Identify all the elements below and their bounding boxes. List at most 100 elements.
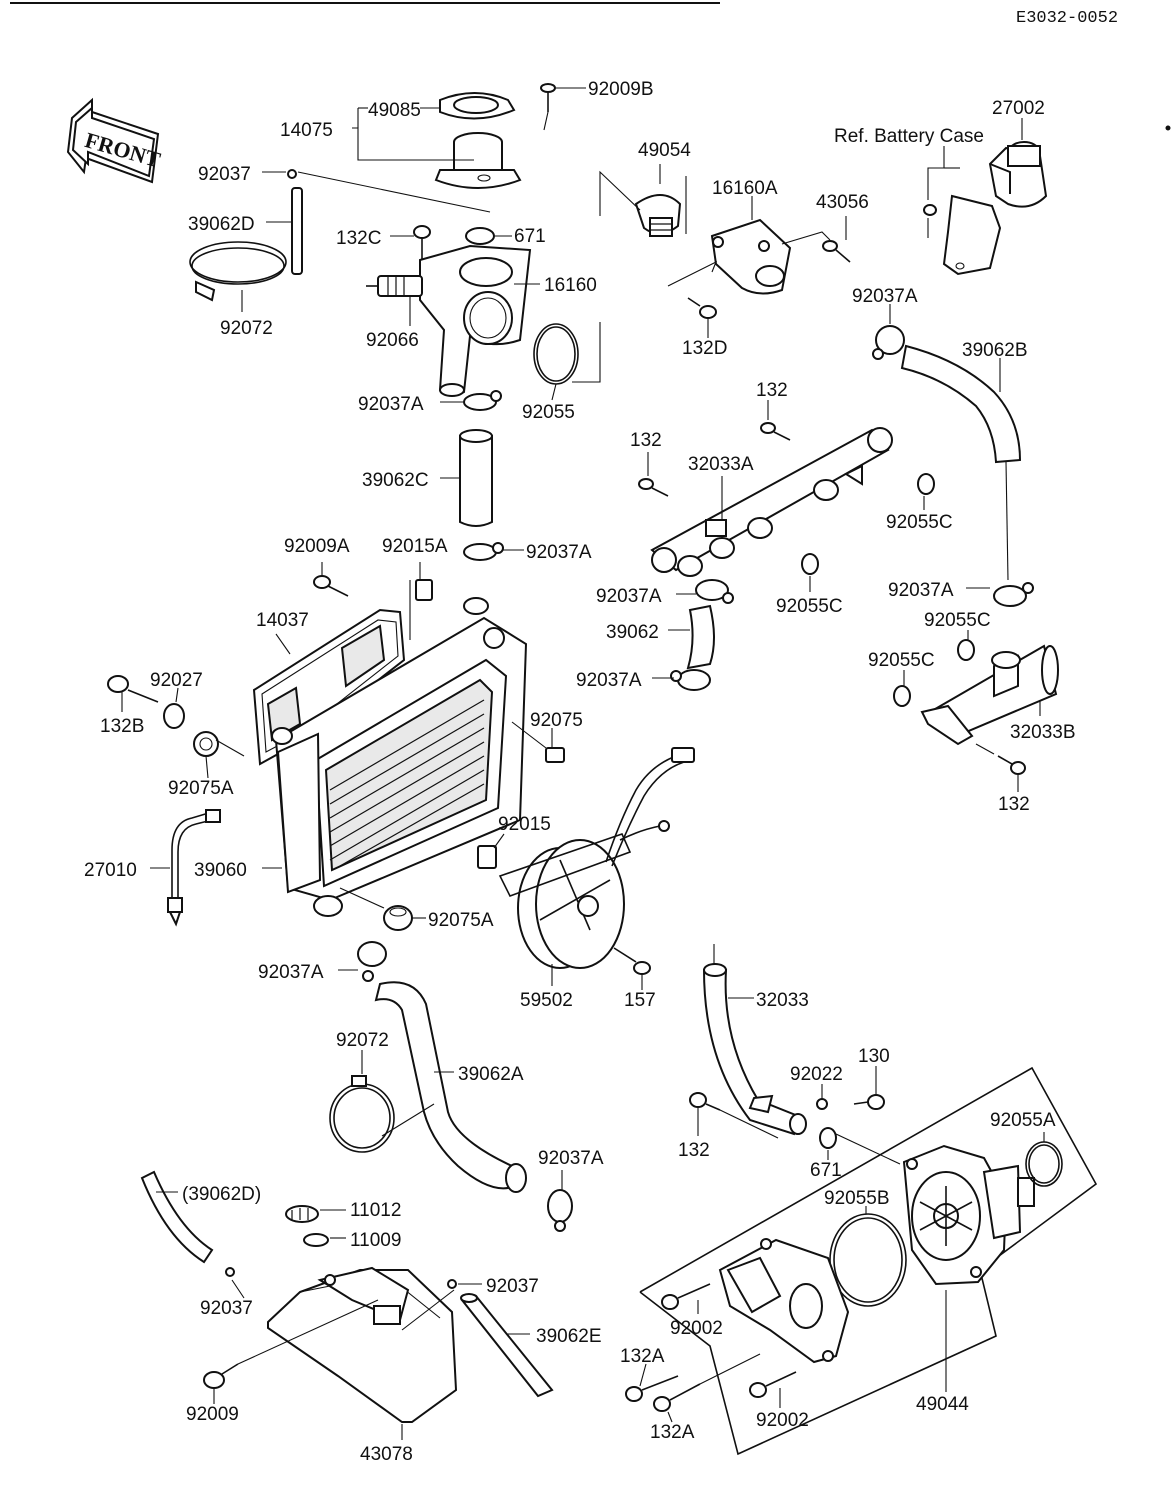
clip-92037-mid (447, 1279, 457, 1289)
fitting-49054 (634, 194, 682, 237)
label-92037-bottom: 92037 (200, 1298, 253, 1319)
reservoir-27002 (988, 141, 1048, 208)
label-132C: 132C (336, 228, 381, 249)
label-92002-2: 92002 (756, 1410, 809, 1431)
label-49085: 49085 (368, 100, 421, 121)
bolt-92002-1 (661, 1283, 711, 1310)
bolt-92002-2 (749, 1371, 797, 1398)
clamp-11009 (303, 1233, 329, 1247)
clip-92015 (477, 845, 497, 869)
bolt-132A-1 (625, 1375, 679, 1402)
label-39062D: 39062D (188, 214, 255, 235)
clamp-11012 (285, 1205, 319, 1223)
hose-39062 (686, 604, 715, 670)
assembly-outline-49044 (639, 1066, 1098, 1456)
bolt-132-c (997, 755, 1026, 775)
o-ring-671-top (465, 227, 495, 245)
bolt-132A-2 (653, 1383, 701, 1412)
o-ring-92055A (1025, 1141, 1063, 1187)
bolt-battery-case (923, 204, 937, 216)
washer-92022 (816, 1098, 828, 1110)
label-92075A-2: 92075A (428, 910, 494, 931)
label-92037A-7: 92037A (258, 962, 324, 983)
o-ring-671-bottom (819, 1127, 837, 1149)
grommet-92075A-2 (383, 905, 413, 931)
label-92037A-6: 92037A (888, 580, 954, 601)
label-132A-2: 132A (650, 1422, 695, 1443)
label-59502: 59502 (520, 990, 573, 1011)
label-92015: 92015 (498, 814, 551, 835)
label-92027: 92027 (150, 670, 203, 691)
label-132-b: 132 (630, 430, 662, 451)
thermostat-housing-16160 (419, 244, 532, 397)
label-92072-bottom: 92072 (336, 1030, 389, 1051)
pipe-32033A (650, 427, 893, 577)
radiator-cap-49085 (439, 92, 516, 120)
label-49054: 49054 (638, 140, 691, 161)
shroud-14037 (252, 608, 406, 766)
label-132-c: 132 (998, 794, 1030, 815)
hose-39062B (900, 344, 1022, 464)
label-92037A-1: 92037A (358, 394, 424, 415)
label-92075A-1: 92075A (168, 778, 234, 799)
o-ring-92055C-3 (957, 639, 975, 661)
clip-92075 (545, 747, 565, 763)
grommet-92075A-1 (193, 731, 219, 757)
label-32033A: 32033A (688, 454, 754, 475)
housing-16160A (710, 218, 792, 295)
band-clamp-92072-top (189, 241, 287, 302)
edge-mark (1165, 125, 1171, 131)
clip-92015A (415, 579, 433, 601)
label-92009: 92009 (186, 1404, 239, 1425)
label-16160: 16160 (544, 275, 597, 296)
label-92009B: 92009B (588, 79, 654, 100)
clamp-92037A-7 (357, 941, 387, 982)
bolt-157 (613, 947, 651, 975)
hose-39062D (291, 187, 303, 275)
label-130: 130 (858, 1046, 890, 1067)
clamp-92037A-2 (463, 542, 504, 561)
pump-body (902, 1144, 1035, 1286)
radiator-core-39060 (271, 597, 528, 917)
label-132A-1: 132A (620, 1346, 665, 1367)
label-39062C: 39062C (362, 470, 429, 491)
grommet-92027 (163, 703, 185, 729)
label-92055C-3: 92055C (924, 610, 991, 631)
hose-39062E (460, 1293, 554, 1398)
front-arrow-icon: FRONT (66, 97, 164, 184)
bolt-43056 (822, 240, 851, 263)
label-132-d: 132 (678, 1140, 710, 1161)
bolt-130 (853, 1094, 885, 1110)
clamp-92037A-3 (872, 325, 905, 360)
pump-cover (718, 1238, 850, 1364)
label-92066: 92066 (366, 330, 419, 351)
clip-92037 (287, 169, 297, 179)
label-11009: 11009 (350, 1230, 401, 1251)
clamp-92037A-5 (670, 669, 711, 691)
temp-sensor-92066 (366, 275, 423, 297)
label-92015A: 92015A (382, 536, 448, 557)
o-ring-92055C-1 (917, 473, 935, 495)
label-27002: 27002 (992, 98, 1045, 119)
label-92055C-4: 92055C (868, 650, 935, 671)
bolt-132-a (760, 422, 791, 441)
label-157: 157 (624, 990, 656, 1011)
diagram-code: E3032-0052 (1016, 9, 1118, 28)
filler-neck-14075 (434, 132, 522, 189)
bolt-92009B (540, 83, 556, 112)
label-39062E: 39062E (536, 1326, 602, 1347)
label-92055B: 92055B (824, 1188, 890, 1209)
label-92022: 92022 (790, 1064, 843, 1085)
clamp-92037A-6 (993, 582, 1034, 607)
clip-92037-bottom (225, 1267, 235, 1277)
label-92072-top: 92072 (220, 318, 273, 339)
bolt-132C (413, 225, 431, 260)
fan-assembly-59502 (498, 747, 695, 969)
label-43078: 43078 (360, 1444, 413, 1465)
label-132-a: 132 (756, 380, 788, 401)
bolt-132-b (638, 478, 669, 497)
label-27010: 27010 (84, 860, 137, 881)
label-32033B: 32033B (1010, 722, 1076, 743)
label-92037A-3: 92037A (852, 286, 918, 307)
